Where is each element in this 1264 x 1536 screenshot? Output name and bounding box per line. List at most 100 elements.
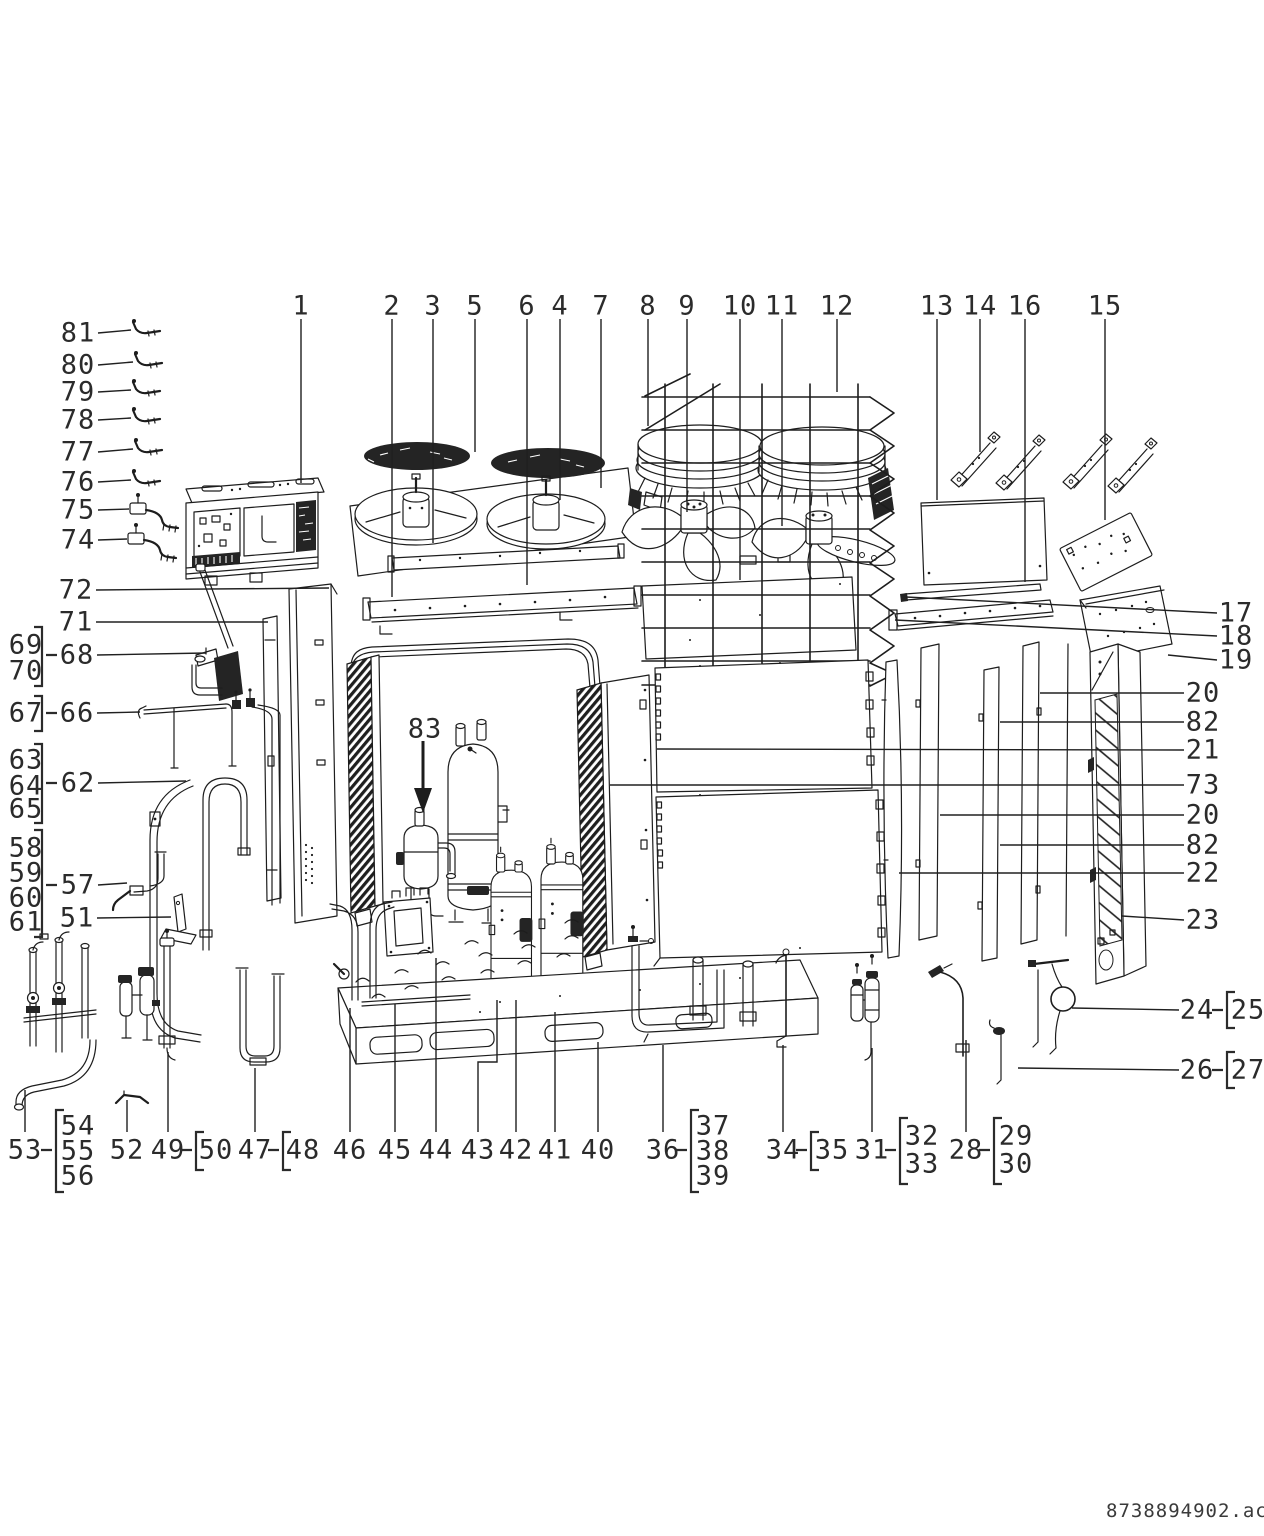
callout-63: 63 <box>9 745 44 776</box>
callout-34: 34 <box>766 1135 801 1166</box>
mounting-plate-44 <box>383 887 434 957</box>
propeller-fan-1 <box>621 499 756 581</box>
trim-strip-20a <box>1020 641 1042 945</box>
corner-grille-23 <box>1088 643 1147 985</box>
callout-23: 23 <box>1186 905 1221 936</box>
trim-strip-22 <box>881 659 903 959</box>
callout-5: 5 <box>466 291 483 322</box>
callout-44: 44 <box>419 1135 454 1166</box>
callout-6: 6 <box>518 291 535 322</box>
callout-40: 40 <box>581 1135 616 1166</box>
fan-ring-motor-2 <box>486 475 606 550</box>
callout-45: 45 <box>378 1135 413 1166</box>
callout-75: 75 <box>61 495 96 526</box>
arrow-83-head <box>414 788 432 813</box>
callout-56: 56 <box>61 1161 96 1192</box>
panel-13 <box>920 497 1048 586</box>
group-bracket-69-70 <box>34 625 57 688</box>
callout-66: 66 <box>60 698 95 729</box>
callout-60: 60 <box>9 883 44 914</box>
front-panel-upper <box>654 659 875 793</box>
callout-62: 62 <box>61 768 96 799</box>
document-code: 8738894902.ac <box>1106 1500 1264 1522</box>
perforations <box>304 843 314 885</box>
callout-24: 24 <box>1180 995 1215 1026</box>
group-bracket-25 <box>1212 990 1235 1030</box>
group-bracket-54-55-56 <box>41 1108 64 1194</box>
group-bracket-37-38-39 <box>676 1108 699 1194</box>
callout-78: 78 <box>61 405 96 436</box>
pipes-66 <box>137 688 281 906</box>
leader-79 <box>97 389 132 393</box>
trim-rod <box>1065 643 1069 937</box>
leader-78 <box>97 417 132 421</box>
group-bracket-35 <box>796 1130 819 1172</box>
callout-48: 48 <box>286 1135 321 1166</box>
leader-26 <box>1017 1067 1180 1071</box>
callout-77: 77 <box>61 437 96 468</box>
callout-59: 59 <box>9 858 44 889</box>
callout-33: 33 <box>905 1149 940 1180</box>
callout-79: 79 <box>61 377 96 408</box>
callout-42: 42 <box>499 1135 534 1166</box>
group-bracket-48 <box>268 1130 291 1172</box>
callout-28: 28 <box>949 1135 984 1166</box>
callout-19: 19 <box>1219 645 1254 676</box>
callout-54: 54 <box>61 1111 96 1142</box>
callout-43: 43 <box>461 1135 496 1166</box>
leader-75 <box>97 508 130 511</box>
loop-pipe-24 <box>1028 958 1076 1055</box>
callout-25: 25 <box>1231 995 1264 1026</box>
callout-27: 27 <box>1231 1055 1264 1086</box>
callout-21: 21 <box>1186 735 1221 766</box>
trim-strip-82 <box>977 666 1000 962</box>
callout-4: 4 <box>551 291 568 322</box>
callout-14: 14 <box>963 291 998 322</box>
leader-66 <box>96 711 141 714</box>
group-bracket-27 <box>1212 1050 1235 1090</box>
perforated-plate-15 <box>1059 512 1153 592</box>
callout-2: 2 <box>383 291 400 322</box>
callout-57: 57 <box>61 870 96 901</box>
callout-36: 36 <box>646 1135 681 1166</box>
mounting-brackets <box>950 431 1158 494</box>
group-bracket-32-33 <box>885 1116 908 1186</box>
evaporator-coil <box>346 638 656 971</box>
front-panel-lower <box>653 789 886 967</box>
leader-21 <box>656 748 1185 751</box>
pipe-34 <box>775 948 790 1048</box>
callout-10: 10 <box>723 291 758 322</box>
leader-68 <box>96 652 207 656</box>
leader-23 <box>1121 915 1185 921</box>
callout-29: 29 <box>999 1121 1034 1152</box>
callout-9: 9 <box>678 291 695 322</box>
callout-37: 37 <box>696 1111 731 1142</box>
leader-18 <box>894 619 1218 637</box>
callout-80: 80 <box>61 350 96 381</box>
u-pipe-assembly-36 <box>628 925 757 1043</box>
callout-31: 31 <box>855 1135 890 1166</box>
leader-17 <box>905 596 1218 614</box>
fan-guard-assembly <box>621 373 896 691</box>
callout-11: 11 <box>765 291 800 322</box>
sensor-26 <box>988 1019 1005 1085</box>
leader-24 <box>1071 1007 1180 1011</box>
leader-74 <box>97 538 128 541</box>
callout-68: 68 <box>60 640 95 671</box>
side-panel-left <box>288 583 338 924</box>
callout-13: 13 <box>920 291 955 322</box>
pipe-28 <box>928 963 970 1057</box>
callout-3: 3 <box>424 291 441 322</box>
bottom-panel-10 <box>641 576 857 660</box>
group-bracket-58-59-60-61 <box>34 828 57 939</box>
callout-41: 41 <box>538 1135 573 1166</box>
callout-71: 71 <box>59 607 94 638</box>
callout-20a: 20 <box>1186 678 1221 709</box>
callout-76: 76 <box>61 467 96 498</box>
callout-55: 55 <box>61 1136 96 1167</box>
callout-65: 65 <box>9 794 44 825</box>
callout-83: 83 <box>408 714 443 745</box>
callout-52: 52 <box>110 1135 145 1166</box>
callout-70: 70 <box>9 656 44 687</box>
